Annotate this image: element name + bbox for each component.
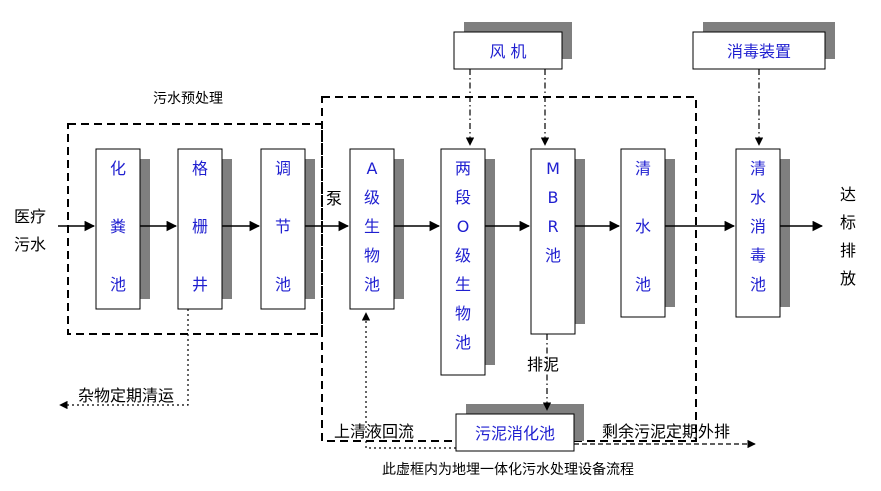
pump-label: 泵 <box>326 189 342 208</box>
pretreatment-label: 污水预处理 <box>153 91 223 107</box>
sludge-digester-label: 污泥消化池 <box>475 424 555 443</box>
equalization-tank-box <box>260 148 306 310</box>
mbr-tank-box <box>530 148 576 335</box>
outlet-label-4: 放 <box>840 269 856 288</box>
two-stage-o-tank-char: 池 <box>455 333 471 352</box>
a-tank-char: A <box>367 159 378 178</box>
disinfector-box <box>692 31 826 70</box>
disinfection-tank-box <box>735 148 781 318</box>
septic-tank-box <box>95 148 141 310</box>
clear-water-tank-char: 水 <box>635 217 651 236</box>
grille-well-box <box>177 148 223 310</box>
air-and-dosing-lines <box>465 69 764 146</box>
outlet-label-3: 排 <box>840 241 856 260</box>
a-tank-char: 级 <box>364 188 380 207</box>
clear-water-tank-box <box>620 148 666 318</box>
two-stage-o-tank-char: 级 <box>455 246 471 265</box>
outlet-label-1: 达 <box>840 185 856 204</box>
a-tank-box <box>349 148 395 310</box>
septic-tank-char: 化 <box>110 159 126 178</box>
supernatant-return-path <box>361 312 456 449</box>
two-stage-o-tank-char: 段 <box>455 188 471 207</box>
grille-well-char: 栅 <box>192 217 208 236</box>
outlet-label-2: 标 <box>840 213 856 232</box>
septic-tank-char: 池 <box>110 275 126 294</box>
grille-well-char: 格 <box>192 159 208 178</box>
clear-water-tank-char: 清 <box>635 159 651 178</box>
sludge-discharge-label: 排泥 <box>527 355 559 374</box>
debris-label: 杂物定期清运 <box>78 386 174 405</box>
debris-removal-path <box>59 309 189 410</box>
a-tank-char: 池 <box>364 275 380 294</box>
equalization-tank-char: 节 <box>275 217 291 236</box>
disinfection-tank-char: 消 <box>750 217 766 236</box>
equalization-tank-char: 池 <box>275 275 291 294</box>
two-stage-o-tank-box <box>440 148 486 376</box>
clear-water-tank-char: 池 <box>635 275 651 294</box>
a-tank-char: 物 <box>364 246 380 265</box>
inlet-label-line1: 医疗 <box>14 207 46 226</box>
excess-sludge-label: 剩余污泥定期外排 <box>602 422 730 441</box>
blower-box <box>453 31 563 70</box>
equalization-tank-char: 调 <box>275 159 291 178</box>
disinfection-tank-char: 池 <box>750 275 766 294</box>
two-stage-o-tank-char: 两 <box>455 159 471 178</box>
mbr-tank-char: 池 <box>545 246 561 265</box>
mbr-tank-char: B <box>548 188 559 207</box>
disinfection-tank-char: 水 <box>750 188 766 207</box>
inlet-label-line2: 污水 <box>14 235 46 254</box>
two-stage-o-tank-char: 物 <box>455 304 471 323</box>
caption: 此虚框内为地埋一体化污水处理设备流程 <box>382 461 634 478</box>
mbr-tank-char: R <box>547 217 558 236</box>
septic-tank-char: 粪 <box>110 217 126 236</box>
disinfection-tank-char: 毒 <box>750 246 766 265</box>
two-stage-o-tank-char: O <box>457 217 470 236</box>
sludge-digester-box <box>455 413 575 452</box>
disinfector-label: 消毒装置 <box>727 42 791 61</box>
a-tank-char: 生 <box>364 217 380 236</box>
blower-label: 风 机 <box>489 42 526 61</box>
disinfection-tank-char: 清 <box>750 159 766 178</box>
two-stage-o-tank-char: 生 <box>455 275 471 294</box>
mbr-tank-char: M <box>546 159 560 178</box>
grille-well-char: 井 <box>192 275 208 294</box>
supernatant-return-label: 上清液回流 <box>334 422 414 441</box>
